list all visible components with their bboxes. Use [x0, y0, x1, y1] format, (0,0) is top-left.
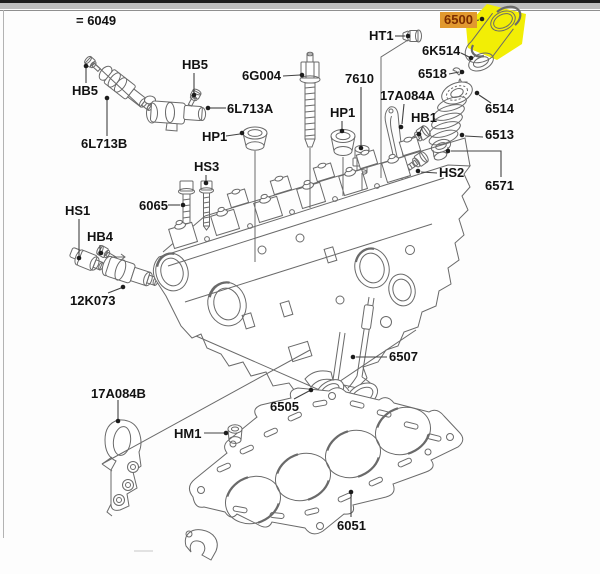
valve-keeper-6k514	[468, 52, 494, 72]
part-label-hb5-right: HB5	[182, 57, 209, 72]
valve-spring-6513	[428, 96, 467, 146]
part-label-6l713a: 6L713A	[227, 101, 274, 116]
water-outlet-fragment	[184, 529, 218, 561]
bracket-17a084b	[104, 419, 142, 517]
bolt-hs3	[199, 180, 214, 231]
leader-lines	[76, 16, 502, 517]
part-label-6507: 6507	[389, 349, 418, 364]
part-label-7610: 7610	[345, 71, 374, 86]
part-label-hm1: HM1	[174, 426, 202, 441]
window-chrome-strip	[0, 3, 600, 9]
part-label-hs3: HS3	[194, 159, 220, 174]
part-label-hs2: HS2	[439, 165, 465, 180]
cylinder-head-drawing	[152, 136, 471, 401]
part-label-6051: 6051	[337, 518, 366, 533]
part-label-ht1: HT1	[369, 28, 394, 43]
sensor-6l713a	[144, 95, 207, 132]
part-label-6k514: 6K514	[422, 43, 461, 58]
assembly-direction-arrow	[112, 253, 126, 261]
bolt-hs2	[402, 151, 429, 174]
part-label-6g004: 6G004	[242, 68, 282, 83]
part-label-6500-highlighted[interactable]: 6500	[440, 12, 477, 28]
assembly-label-6049: = 6049	[76, 13, 117, 28]
part-label-6513: 6513	[485, 127, 514, 142]
part-label-17a084a: 17A084A	[380, 88, 435, 103]
part-label-hp1-left: HP1	[202, 129, 228, 144]
head-gasket-drawing	[189, 387, 464, 535]
part-label-12k073: 12K073	[70, 293, 116, 308]
part-label-hs1: HS1	[65, 203, 91, 218]
part-label-6514: 6514	[485, 101, 514, 116]
part-label-6518: 6518	[418, 66, 447, 81]
plug-hp1-right	[330, 129, 356, 156]
part-label-6571: 6571	[485, 178, 514, 193]
part-label-hb5-left: HB5	[72, 83, 99, 98]
part-label-6l713b: 6L713B	[81, 136, 128, 151]
alignment-lines	[94, 39, 409, 472]
sensor-12k073	[101, 255, 159, 287]
part-label-hp1-right: HP1	[330, 105, 356, 120]
part-label-6505: 6505	[270, 399, 299, 414]
part-label-17a084b: 17A084B	[91, 386, 146, 401]
part-label-hb1: HB1	[411, 110, 438, 125]
spring-retainer-6514	[441, 81, 473, 105]
part-label-hb4: HB4	[87, 229, 114, 244]
diagram-frame-top	[0, 10, 600, 11]
cap-nut-hm1	[227, 424, 243, 444]
intake-ports	[155, 247, 416, 327]
valve-seat-piece	[304, 370, 334, 388]
sender-6g004	[299, 51, 321, 148]
part-label-6065: 6065	[139, 198, 168, 213]
bolt-hb5-left	[84, 55, 102, 73]
window-edge-bar	[0, 0, 600, 3]
diagram-frame-left	[3, 10, 4, 538]
plug-hp1-left	[242, 126, 268, 151]
